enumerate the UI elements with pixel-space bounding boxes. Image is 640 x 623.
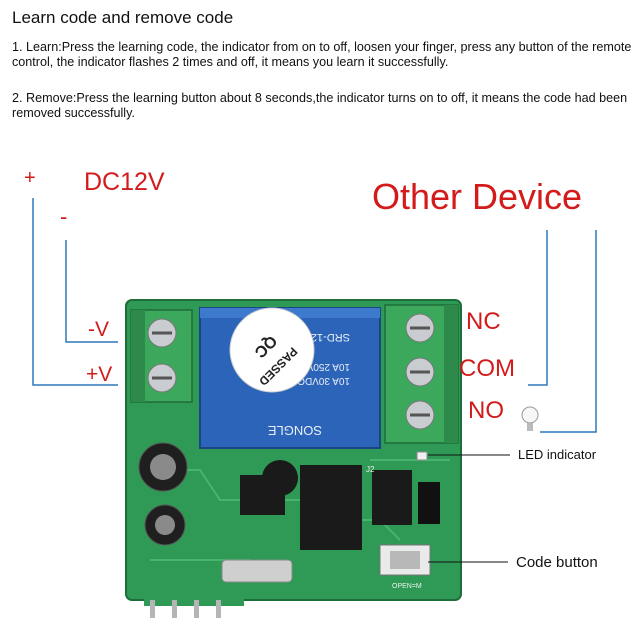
bottom-pins [144,592,244,618]
capacitors [138,442,188,546]
open-m-label: OPEN=M [392,583,422,590]
power-wires [32,198,118,386]
relay: SONGLE SRD-12VDC-SL-C 10A 250VAC 10A 30V… [199,307,381,449]
plus-wire [32,198,118,386]
coil [262,460,298,496]
page-title: Learn code and remove code [12,8,234,27]
code-button-label: Code button [516,554,598,571]
other-device-label: Other Device [372,176,582,217]
learn-instruction: 1. Learn:Press the learning code, the in… [12,40,632,69]
com-wire [528,230,548,386]
device-wires [528,230,597,433]
com-label: COM [459,355,515,382]
crystal-oscillator [221,559,293,583]
no-label: NO [468,397,504,424]
relay-rating-2: 10A 30VDC [298,375,350,386]
qc-sticker: PASSED QC [229,307,315,393]
relay-module-board: SONGLE SRD-12VDC-SL-C 10A 250VAC 10A 30V… [125,299,462,618]
minus-wire [65,240,118,343]
plus-sign: + [24,167,36,189]
remove-instruction: 2. Remove:Press the learning button abou… [12,91,628,120]
plus-terminal-label: +V [86,363,112,386]
minus-sign: - [60,204,67,229]
j2-label: J2 [366,465,375,474]
led-indicator-label: LED indicator [518,447,597,462]
power-terminal-block [130,309,193,403]
jumper-header [418,482,440,524]
relay-brand: SONGLE [267,423,322,438]
minus-terminal-label: -V [88,318,109,341]
led [416,451,428,461]
voltage-label: DC12V [84,168,165,196]
output-terminal-block [384,304,459,444]
no-wire [540,230,597,433]
code-button-switch[interactable] [379,544,431,576]
nc-label: NC [466,308,501,335]
relay-rating-1: 10A 250VAC [293,361,350,372]
light-bulb-icon [521,406,539,431]
